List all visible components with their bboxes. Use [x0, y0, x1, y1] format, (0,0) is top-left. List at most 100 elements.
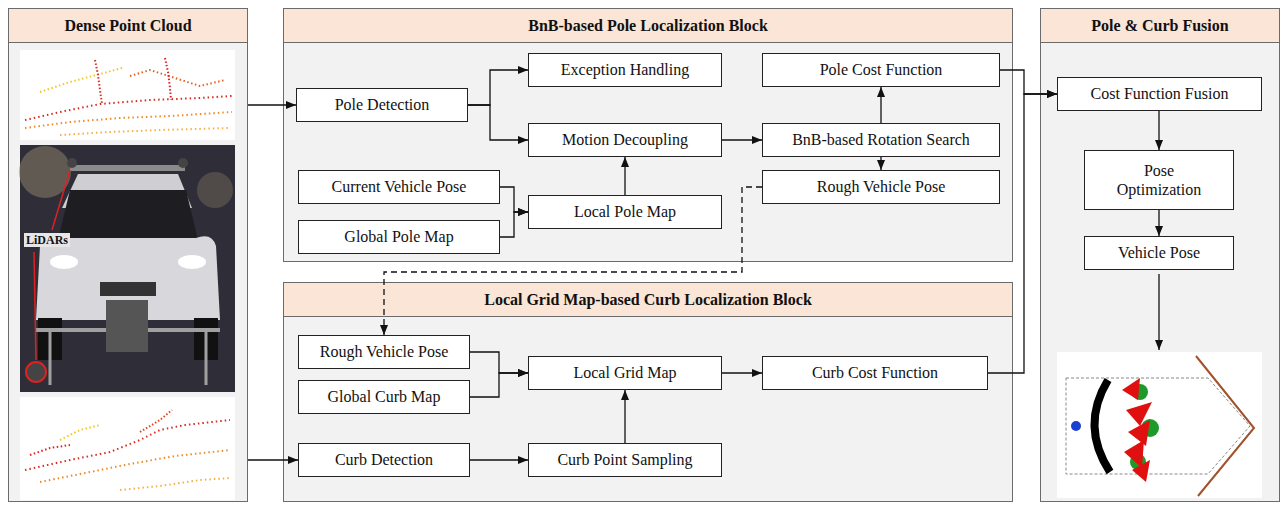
point-cloud-points [25, 96, 232, 120]
car-wheel [38, 318, 62, 360]
pole-map-marker [1141, 419, 1159, 437]
vehicle-outline [1066, 378, 1250, 474]
process-box: Pole Cost Function [762, 53, 1000, 87]
connector-arrow [384, 187, 762, 335]
panel-title: Dense Point Cloud [64, 17, 191, 35]
connector-arrow [880, 87, 881, 123]
connector-arrow [470, 459, 528, 460]
connector-arrow [500, 212, 528, 237]
block-panel: Pole & Curb FusionCost Function FusionPo… [1040, 8, 1280, 502]
pole-detection-marker [1124, 440, 1144, 468]
box-label: Local Pole Map [574, 202, 676, 221]
box-label: Pole Detection [335, 95, 430, 114]
connector-arrow [500, 187, 528, 212]
panel-header: Dense Point Cloud [9, 9, 247, 43]
curb-arc [1094, 380, 1110, 472]
lidar-sensor [178, 158, 188, 168]
car-wheel [194, 318, 218, 360]
pole-detection-marker [1122, 378, 1140, 400]
process-box: Global Curb Map [298, 380, 470, 414]
process-box: Global Pole Map [298, 220, 500, 254]
leader-line [52, 170, 70, 230]
pole-map-marker [1132, 384, 1148, 400]
process-box: Motion Decoupling [528, 123, 722, 157]
connector-arrow [1158, 111, 1159, 150]
box-label: BnB-based Rotation Search [792, 130, 970, 149]
point-cloud-points [130, 70, 225, 86]
car-roof [62, 174, 192, 208]
connector-arrow [988, 94, 1057, 373]
panel-title: Pole & Curb Fusion [1091, 17, 1228, 35]
car-windshield [58, 190, 198, 240]
point-cloud-image [20, 50, 235, 140]
car-body [36, 236, 220, 320]
block-panel: Local Grid Map-based Curb Localization B… [283, 282, 1013, 502]
connector-arrow [1158, 210, 1159, 236]
street-light-glow [19, 146, 71, 198]
box-label: Pole Cost Function [820, 60, 943, 79]
point-cloud-points [60, 128, 230, 135]
callout-label: LiDARs [24, 233, 70, 247]
panel-header: BnB-based Pole Localization Block [284, 9, 1012, 43]
street-light-glow [197, 172, 233, 208]
box-label: Curb Cost Function [812, 363, 938, 382]
connector-arrow [1000, 70, 1057, 94]
connector-arrow [624, 390, 625, 443]
point-cloud-points [95, 60, 102, 104]
connector-arrow [624, 157, 625, 195]
point-cloud-points [40, 450, 230, 482]
box-label: Global Curb Map [328, 387, 441, 406]
panel-title: Local Grid Map-based Curb Localization B… [484, 291, 812, 309]
connector-arrow [470, 352, 528, 373]
sensor-frame [205, 330, 208, 385]
box-label: Curb Detection [335, 450, 433, 469]
process-box: Local Grid Map [528, 356, 722, 390]
vehicle-position [1071, 421, 1081, 431]
lidar-sensor [67, 158, 77, 168]
pole-detection-marker [1126, 402, 1152, 426]
process-box: Local Pole Map [528, 195, 722, 229]
curb-line [1196, 356, 1254, 496]
roof-rack [70, 165, 185, 171]
point-cloud-points [120, 478, 230, 490]
result-arrow [1158, 274, 1159, 350]
headlight [50, 255, 78, 269]
lidar-sensor [26, 362, 46, 382]
result-image [1057, 352, 1262, 498]
block-panel: BnB-based Pole Localization BlockPole De… [283, 8, 1013, 262]
box-label: Vehicle Pose [1118, 243, 1200, 262]
box-label: Pose Optimization [1109, 161, 1209, 199]
panel-header: Local Grid Map-based Curb Localization B… [284, 283, 1012, 317]
box-label: Curb Point Sampling [557, 450, 692, 469]
box-label: Current Vehicle Pose [332, 177, 467, 196]
box-label: Global Pole Map [344, 227, 453, 246]
point-cloud-points [60, 425, 100, 440]
point-cloud-points [25, 420, 230, 470]
connector-arrow [468, 105, 528, 140]
process-box: Curb Detection [298, 443, 470, 477]
process-box: Rough Vehicle Pose [762, 170, 1000, 204]
box-label: Rough Vehicle Pose [817, 177, 946, 196]
connector-arrow [470, 373, 528, 397]
point-cloud-points [165, 58, 171, 100]
process-box: Vehicle Pose [1084, 236, 1234, 270]
point-cloud-points [25, 112, 232, 128]
process-box: Exception Handling [528, 53, 722, 87]
process-box: Cost Function Fusion [1057, 77, 1262, 111]
car-grille [100, 282, 156, 296]
point-cloud-points [40, 68, 122, 92]
connector-arrow [468, 70, 528, 105]
box-label: Motion Decoupling [562, 130, 688, 149]
vehicle-photo [20, 145, 235, 392]
panel-title: BnB-based Pole Localization Block [528, 17, 768, 35]
point-cloud-image [20, 397, 235, 500]
leader-line [34, 252, 36, 360]
pole-detection-marker [1132, 460, 1150, 482]
connector-arrow [880, 157, 881, 170]
sensor-mount [106, 300, 148, 352]
process-box: Current Vehicle Pose [298, 170, 500, 204]
connector-arrow [248, 104, 296, 105]
headlight [178, 255, 206, 269]
point-cloud-points [30, 445, 70, 455]
